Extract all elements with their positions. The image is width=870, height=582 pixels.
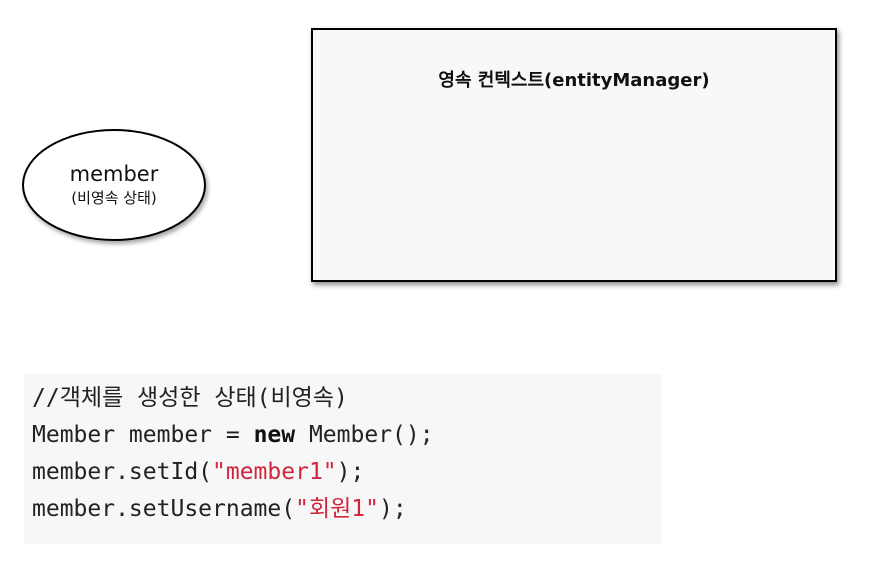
code-block: //객체를 생성한 상태(비영속) Member member = new Me… xyxy=(24,374,662,544)
persistence-context-title: 영속 컨텍스트(entityManager) xyxy=(438,70,710,91)
code-string-literal: "member1" xyxy=(212,459,337,485)
entity-state: (비영속 상태) xyxy=(71,189,157,207)
code-text: member.setUsername( xyxy=(32,496,296,522)
member-entity-ellipse: member (비영속 상태) xyxy=(22,129,206,241)
code-line-set-username: member.setUsername("회원1"); xyxy=(32,491,662,528)
persistence-context-box: 영속 컨텍스트(entityManager) xyxy=(311,28,837,282)
code-line-new-member: Member member = new Member(); xyxy=(32,417,662,454)
code-line-set-id: member.setId("member1"); xyxy=(32,454,662,491)
code-keyword-new: new xyxy=(253,422,296,448)
code-line-comment: //객체를 생성한 상태(비영속) xyxy=(32,380,662,417)
code-text: Member member = xyxy=(32,422,254,448)
code-text: member.setId( xyxy=(32,459,213,485)
code-comment: //객체를 생성한 상태(비영속) xyxy=(32,385,348,411)
entity-name: member xyxy=(69,162,159,186)
code-text: ); xyxy=(336,459,365,485)
code-text: ); xyxy=(378,496,407,522)
code-text: Member(); xyxy=(295,422,434,448)
code-string-literal: "회원1" xyxy=(295,496,379,522)
